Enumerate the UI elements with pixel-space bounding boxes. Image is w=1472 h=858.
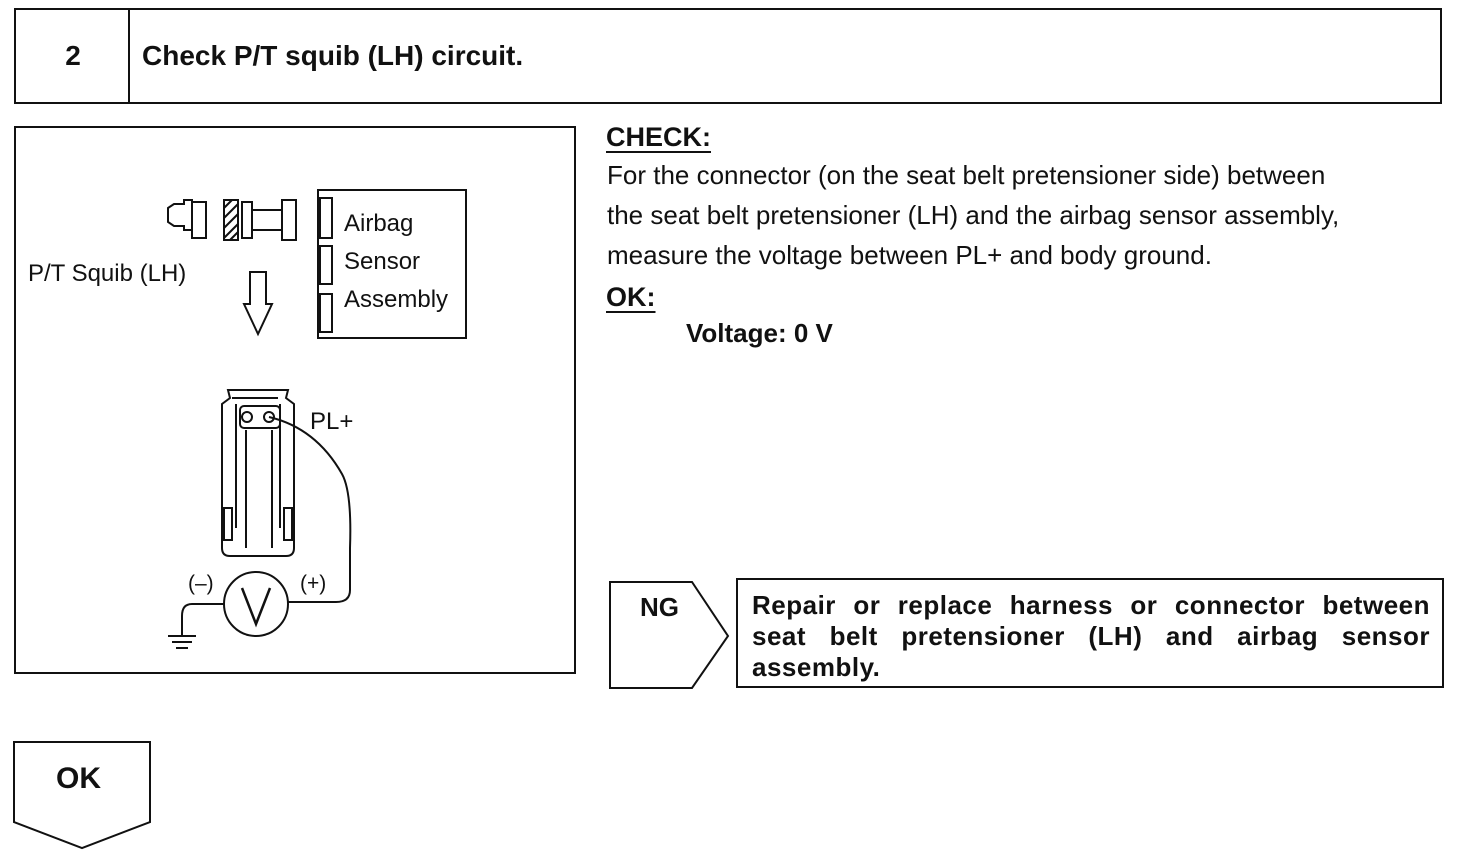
diagram-drawing: [167, 189, 467, 649]
squib-label: P/T Squib (LH): [28, 260, 187, 287]
circuit-diagram: P/T Squib (LH) Airbag Sensor Assembly PL…: [14, 126, 576, 674]
squib-plug-icon: [167, 199, 193, 231]
ecu-label-line2: Sensor: [344, 248, 421, 275]
voltmeter-v-glyph: [240, 587, 272, 628]
probe-wire: [268, 416, 352, 603]
check-line-3: measure the voltage between PL+ and body…: [607, 240, 1212, 270]
ok-branch-label: OK: [56, 762, 101, 795]
ok-branch-arrow: [13, 741, 151, 850]
ok-spec-value: Voltage: 0 V: [686, 318, 833, 348]
check-line-1: For the connector (on the seat belt pret…: [607, 160, 1326, 190]
minus-label: (–): [188, 572, 214, 595]
ng-action-box: Repair or replace harness or connector b…: [736, 578, 1444, 688]
check-heading: CHECK:: [606, 122, 711, 152]
ok-heading: OK:: [606, 282, 656, 312]
step-header: 2 Check P/T squib (LH) circuit.: [14, 8, 1442, 104]
connector-front-icon: [221, 389, 295, 557]
squib-body-icon: [191, 201, 207, 239]
step-number-cell: [16, 10, 130, 102]
airbag-sensor-box-icon: [317, 189, 467, 339]
ecu-label-line1: Airbag: [344, 210, 414, 237]
step-number: 2: [65, 40, 81, 71]
step-title: Check P/T squib (LH) circuit.: [142, 40, 524, 71]
ground-wire: [181, 603, 224, 636]
check-line-2: the seat belt pretensioner (LH) and the …: [607, 200, 1340, 230]
plus-label: (+): [300, 572, 327, 595]
ng-action-text: Repair or replace harness or connector b…: [752, 590, 1430, 682]
ecu-label-line3: Assembly: [344, 286, 449, 313]
ng-label: NG: [640, 592, 679, 622]
down-arrow-icon: [242, 271, 274, 337]
harness-plug-icon: [241, 201, 253, 239]
ng-branch-arrow: [609, 581, 730, 689]
terminal-label-pl-plus: PL+: [310, 408, 354, 435]
